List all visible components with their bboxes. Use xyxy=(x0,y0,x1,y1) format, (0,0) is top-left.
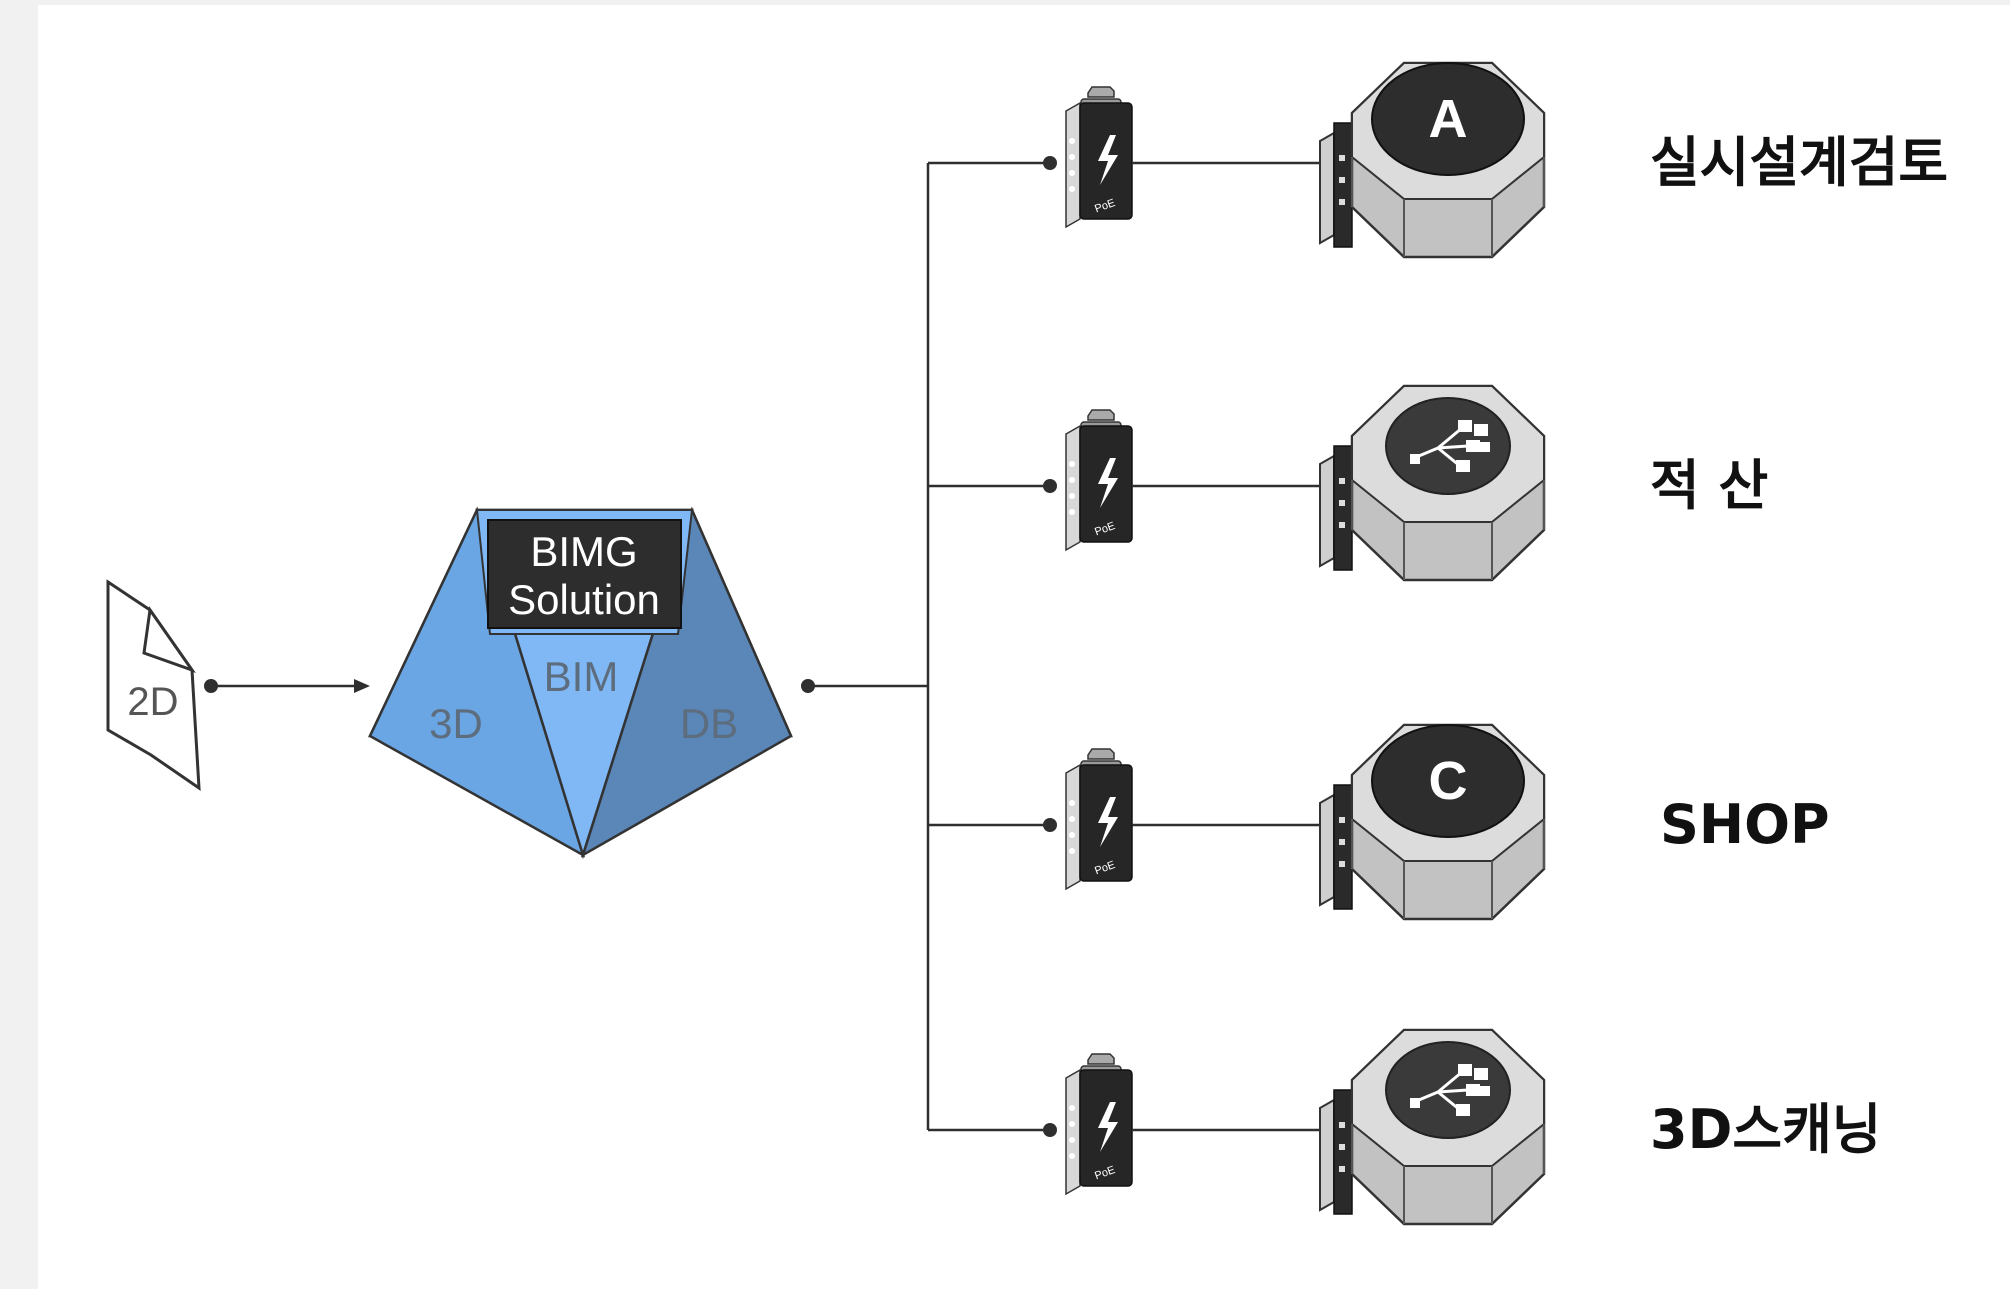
solution-title-box xyxy=(487,519,682,629)
target-row-2: PoE 적 산 xyxy=(928,384,1768,582)
poe-switch-icon: PoE xyxy=(1065,1053,1133,1195)
bimg-solution-node: BIMG Solution 3D BIM DB xyxy=(368,506,793,860)
target-device-icon xyxy=(1318,384,1546,582)
poe-switch-icon: PoE xyxy=(1065,409,1133,551)
target-row-1: PoE A 실시설계검토 xyxy=(928,61,1948,259)
source-label: 2D xyxy=(127,680,178,724)
drawing-2d-file-icon: 2D xyxy=(106,579,201,791)
branch-dot xyxy=(1043,156,1057,170)
solution-face-left-label: 3D xyxy=(429,700,483,747)
target-row-3: PoE C SHOP xyxy=(928,723,1830,921)
solution-right-face xyxy=(580,506,793,858)
solution-title-line2: Solution xyxy=(508,576,660,623)
target-device-icon xyxy=(1318,1028,1546,1226)
solution-face-center-label: BIM xyxy=(544,653,619,700)
target-row-4: PoE 3D스캐닝 xyxy=(928,1028,1881,1226)
branch-dot xyxy=(1043,1123,1057,1137)
target-label: 적 산 xyxy=(1650,454,1768,517)
device-badge-label: A xyxy=(1429,89,1468,149)
solution-title-line1: BIMG xyxy=(530,528,637,575)
target-label: 실시설계검토 xyxy=(1650,131,1948,194)
letter-badge-icon xyxy=(1371,724,1525,838)
target-label: 3D스캐닝 xyxy=(1650,1098,1881,1161)
solution-face-right-label: DB xyxy=(680,700,738,747)
poe-switch-icon: PoE xyxy=(1065,86,1133,228)
poe-switch-icon: PoE xyxy=(1065,748,1133,890)
source-to-solution-connector xyxy=(204,679,370,693)
distribution-tree-icon xyxy=(1384,1040,1512,1140)
distribution-tree-icon xyxy=(1384,396,1512,496)
target-device-icon: C xyxy=(1318,723,1546,921)
distribution-bus xyxy=(801,163,930,1130)
device-badge-label: C xyxy=(1429,751,1468,811)
branch-dot xyxy=(1043,479,1057,493)
letter-badge-icon xyxy=(1371,62,1525,176)
target-label: SHOP xyxy=(1660,793,1830,856)
branch-dot xyxy=(1043,818,1057,832)
target-device-icon: A xyxy=(1318,61,1546,259)
